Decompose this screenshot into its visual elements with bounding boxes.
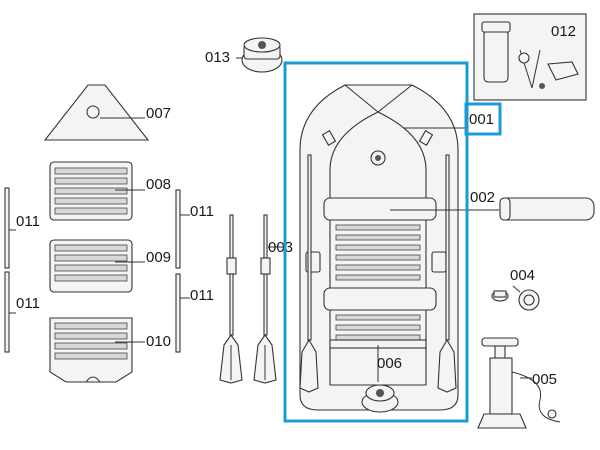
- label-011-b: 011: [16, 295, 40, 312]
- highlight-label-001[interactable]: 001: [464, 102, 502, 136]
- label-011-a: 011: [16, 213, 40, 230]
- label-002: 002: [470, 189, 495, 206]
- label-009: 009: [146, 249, 171, 266]
- label-010: 010: [146, 333, 171, 350]
- label-004: 004: [510, 267, 535, 284]
- wrench-icon: [518, 49, 545, 89]
- label-011-d: 011: [190, 287, 214, 304]
- label-011-c: 011: [190, 203, 214, 220]
- part-005-hand-pump[interactable]: 005: [477, 337, 561, 429]
- part-006-valve[interactable]: 006: [361, 345, 402, 413]
- part-013-valve-cap[interactable]: 013: [205, 37, 283, 73]
- part-001-boat-hull[interactable]: [299, 84, 468, 411]
- part-010-bow-board[interactable]: 010: [49, 317, 171, 383]
- label-005: 005: [532, 371, 557, 388]
- part-007-triangle-seat[interactable]: 007: [43, 84, 171, 141]
- oar-left: [219, 214, 243, 384]
- label-008: 008: [146, 176, 171, 193]
- part-009-floor-board[interactable]: 009: [49, 239, 171, 293]
- part-011-stringer-right-top[interactable]: 011: [175, 189, 214, 269]
- part-002-tube[interactable]: 002: [390, 189, 595, 221]
- label-012: 012: [551, 23, 576, 40]
- label-003: 003: [268, 239, 293, 256]
- part-012-repair-kit[interactable]: 012: [473, 13, 587, 101]
- highlight-boat-frame: [283, 61, 469, 423]
- label-001: 001: [469, 111, 494, 128]
- part-011-stringer-left-bottom[interactable]: 011: [4, 271, 40, 353]
- part-011-stringer-left-top[interactable]: 011: [4, 187, 40, 269]
- label-013: 013: [205, 49, 230, 66]
- label-006: 006: [377, 355, 402, 372]
- part-004-valve-kit[interactable]: 004: [491, 267, 540, 311]
- part-008-seat-board[interactable]: 008: [49, 161, 171, 221]
- part-003-oars[interactable]: 003: [219, 214, 293, 384]
- label-007: 007: [146, 105, 171, 122]
- part-011-stringer-right-bottom[interactable]: 011: [175, 273, 214, 353]
- oar-right: [253, 214, 277, 384]
